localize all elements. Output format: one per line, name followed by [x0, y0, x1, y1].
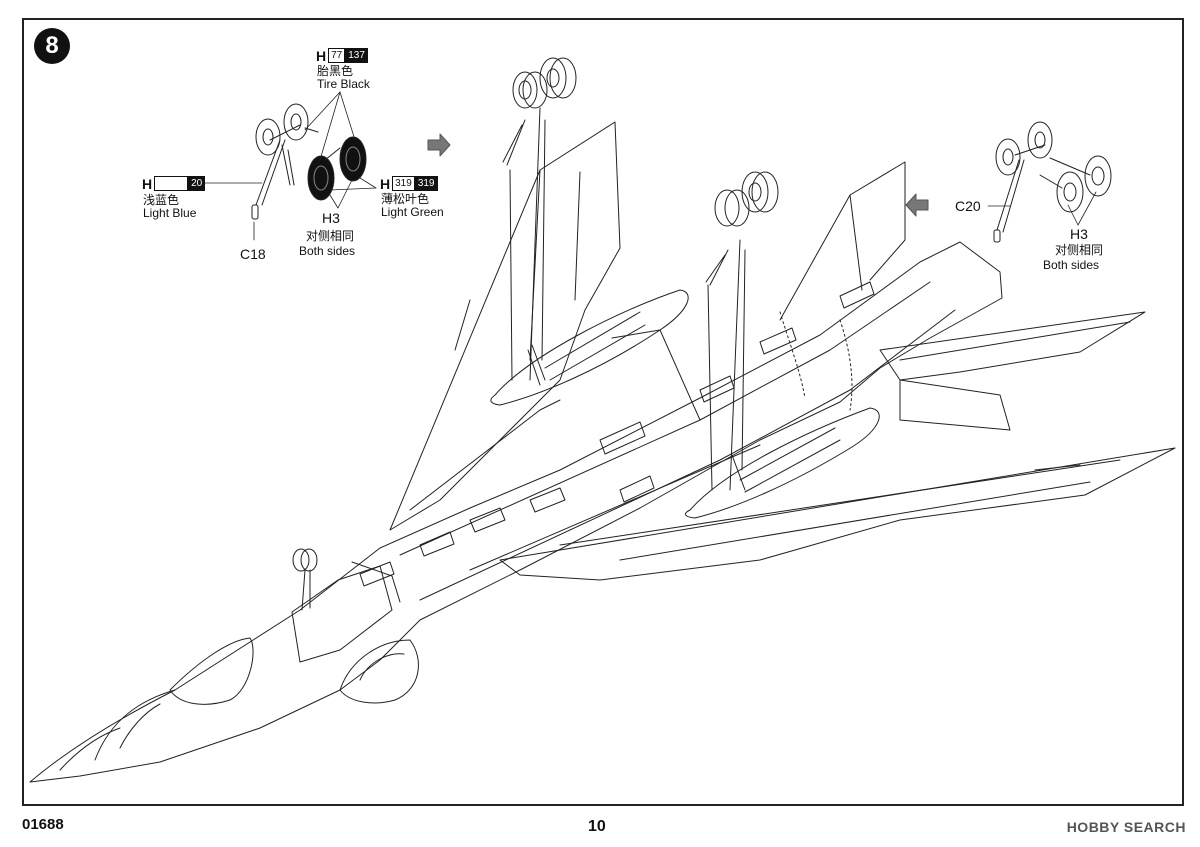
callout-leader-lines-left — [195, 91, 377, 241]
model-number: 01688 — [22, 816, 64, 833]
callout-tire-black-cn: 胎黑色 — [317, 64, 354, 78]
callout-light-blue-cn: 浅蓝色 — [143, 193, 180, 207]
paint-prefix: H — [316, 47, 327, 64]
aircraft-drawing — [29, 121, 1176, 783]
both-sides-en-left: Both sides — [299, 244, 356, 258]
both-sides-en-right: Both sides — [1043, 258, 1100, 272]
part-label-c18: C18 — [240, 246, 266, 262]
paint-code-chip: 319 — [392, 176, 415, 192]
watermark: HOBBY SEARCH — [1066, 819, 1186, 835]
part-label-h3-left: H3 — [322, 210, 340, 226]
callout-light-blue-en: Light Blue — [143, 206, 197, 220]
nose-gear-assembly — [292, 548, 318, 611]
step-number-badge: 8 — [34, 28, 70, 64]
both-sides-cn-left: 对侧相同 — [306, 229, 355, 243]
main-gear-detail-right — [993, 121, 1112, 243]
paint-code-chip: 319 — [414, 176, 438, 192]
callout-light-green-en: Light Green — [381, 205, 444, 219]
callout-tire-black-en: Tire Black — [317, 77, 370, 91]
paint-code-chip — [154, 176, 189, 192]
part-label-h3-right: H3 — [1070, 226, 1088, 242]
paint-prefix: H — [142, 175, 153, 192]
callout-light-green-cn: 薄松叶色 — [381, 192, 430, 206]
direction-arrow-icon — [905, 193, 929, 217]
part-label-c20: C20 — [955, 198, 981, 214]
instruction-frame — [22, 18, 1184, 806]
paint-code-chip: 137 — [345, 48, 368, 64]
main-gear-assembly-left — [502, 57, 577, 386]
callout-leader-lines-right — [987, 191, 1097, 226]
paint-code-chip: 77 — [328, 48, 346, 64]
page-number: 10 — [588, 818, 606, 835]
both-sides-cn-right: 对侧相同 — [1055, 243, 1104, 257]
main-gear-assembly-right — [705, 171, 779, 491]
paint-prefix: H — [380, 175, 391, 192]
direction-arrow-icon — [427, 133, 451, 157]
nose-gear-detail-left — [251, 103, 367, 220]
paint-code-chip: 20 — [188, 176, 206, 192]
callout-light-blue-code: H 20 — [142, 175, 206, 192]
